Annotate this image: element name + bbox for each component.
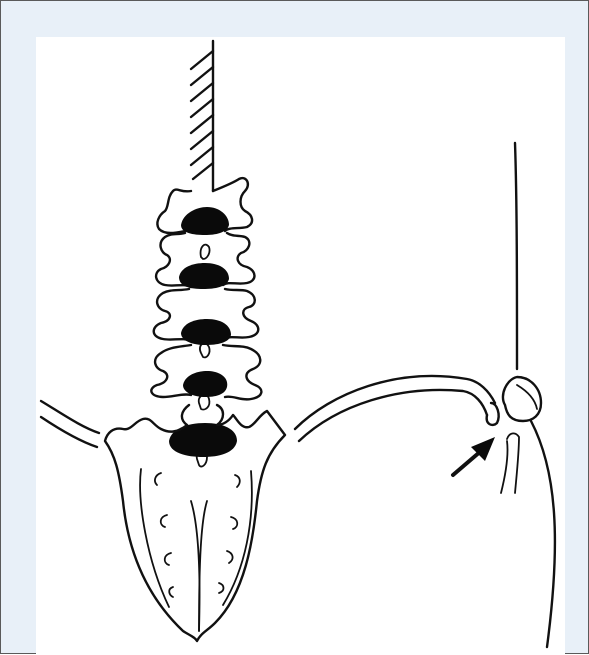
fixed-support [191, 41, 213, 191]
iliac-crest-left [41, 401, 99, 447]
hip-joint-line [515, 143, 555, 647]
iliac-crest-right [295, 376, 499, 441]
lesser-trochanter-fragment [501, 433, 519, 493]
femoral-head [503, 377, 541, 421]
femoral-shaft [487, 403, 499, 425]
pointer-arrow [453, 437, 495, 475]
intervertebral-discs [169, 207, 237, 457]
